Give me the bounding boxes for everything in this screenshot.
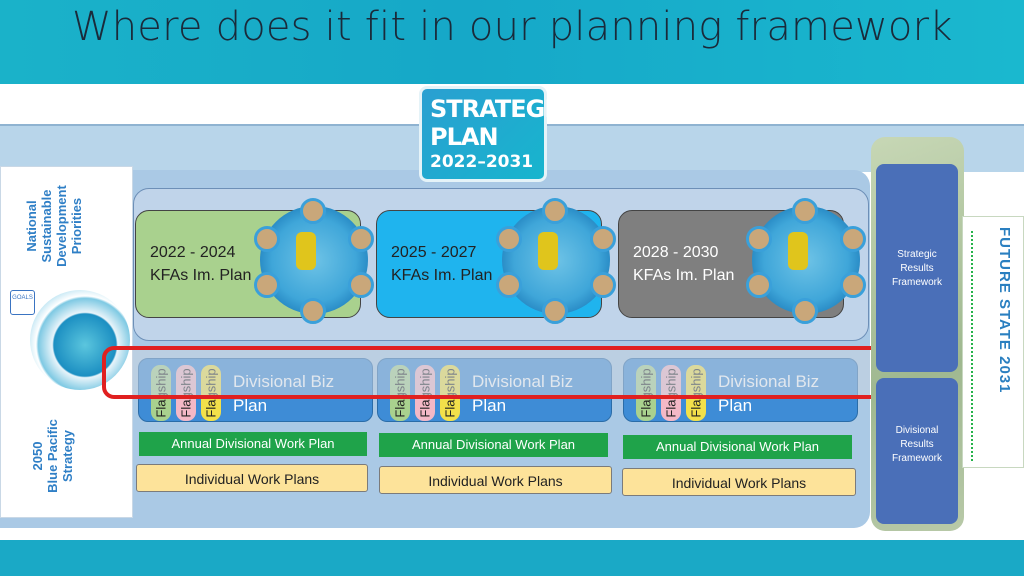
annual-work-plan-3: Annual Divisional Work Plan [623,435,852,459]
photo-dot [590,272,616,298]
person-icon [538,232,558,270]
kfa-period: 2025 - 2027 [391,244,477,261]
photo-dot [254,226,280,252]
strategic-plan-logo-line2: PLAN [430,123,499,151]
slide-title: Where does it fit in our planning framew… [72,4,953,50]
individual-work-plans-2: Individual Work Plans [379,466,612,494]
person-icon [296,232,316,270]
annual-work-plan-2: Annual Divisional Work Plan [379,433,608,457]
dotted-divider [971,231,974,461]
individual-work-plans-1: Individual Work Plans [136,464,368,492]
photo-dot [746,226,772,252]
divisional-results-framework: Divisional Results Framework [876,378,958,524]
photo-dot [496,226,522,252]
highlight-overlay [132,346,870,398]
divisional-results-framework-label: Divisional Results Framework [891,425,942,464]
photo-dot [254,272,280,298]
strategic-results-framework-label: Strategic Results Framework [891,249,942,288]
highlight-box [102,346,922,399]
photo-dot [348,272,374,298]
photo-dot [590,226,616,252]
kfa-label: KFAs Im. Plan [150,267,252,284]
photo-dot [542,298,568,324]
spiral-icon [30,290,130,390]
blue-pacific-strategy-label: 2050 Blue Pacific Strategy [30,419,75,493]
strategic-plan-logo-line1: STRATEGIC [430,95,570,123]
person-icon [788,232,808,270]
photo-dot [840,226,866,252]
kfa-label: KFAs Im. Plan [391,267,493,284]
photo-dot [300,298,326,324]
annual-work-plan-1: Annual Divisional Work Plan [139,432,367,456]
kfa-period: 2028 - 2030 [633,244,719,261]
photo-dot [542,198,568,224]
photo-dot [746,272,772,298]
kfa-wheel-icon [254,198,374,324]
individual-work-plans-3: Individual Work Plans [622,468,856,496]
strategic-plan-logo: STRATEGIC PLAN 2022–2031 [419,86,570,182]
sdg-goals-logo: GOALS [10,290,35,315]
slide-header: Where does it fit in our planning framew… [0,0,1024,84]
photo-dot [792,298,818,324]
slide-footer [0,540,1024,576]
kfa-wheel-icon [496,198,616,324]
strategic-plan-logo-years: 2022–2031 [430,152,534,172]
photo-dot [496,272,522,298]
national-priorities-label: National Sustainable Development Priorit… [24,185,84,267]
kfa-label: KFAs Im. Plan [633,267,735,284]
strategic-results-framework: Strategic Results Framework [876,164,958,372]
photo-dot [348,226,374,252]
future-state-box: FUTURE STATE 2031 [962,216,1024,468]
kfa-wheel-icon [746,198,866,324]
photo-dot [300,198,326,224]
photo-dot [840,272,866,298]
future-state-label: FUTURE STATE 2031 [996,227,1013,394]
photo-dot [792,198,818,224]
kfa-period: 2022 - 2024 [150,244,236,261]
